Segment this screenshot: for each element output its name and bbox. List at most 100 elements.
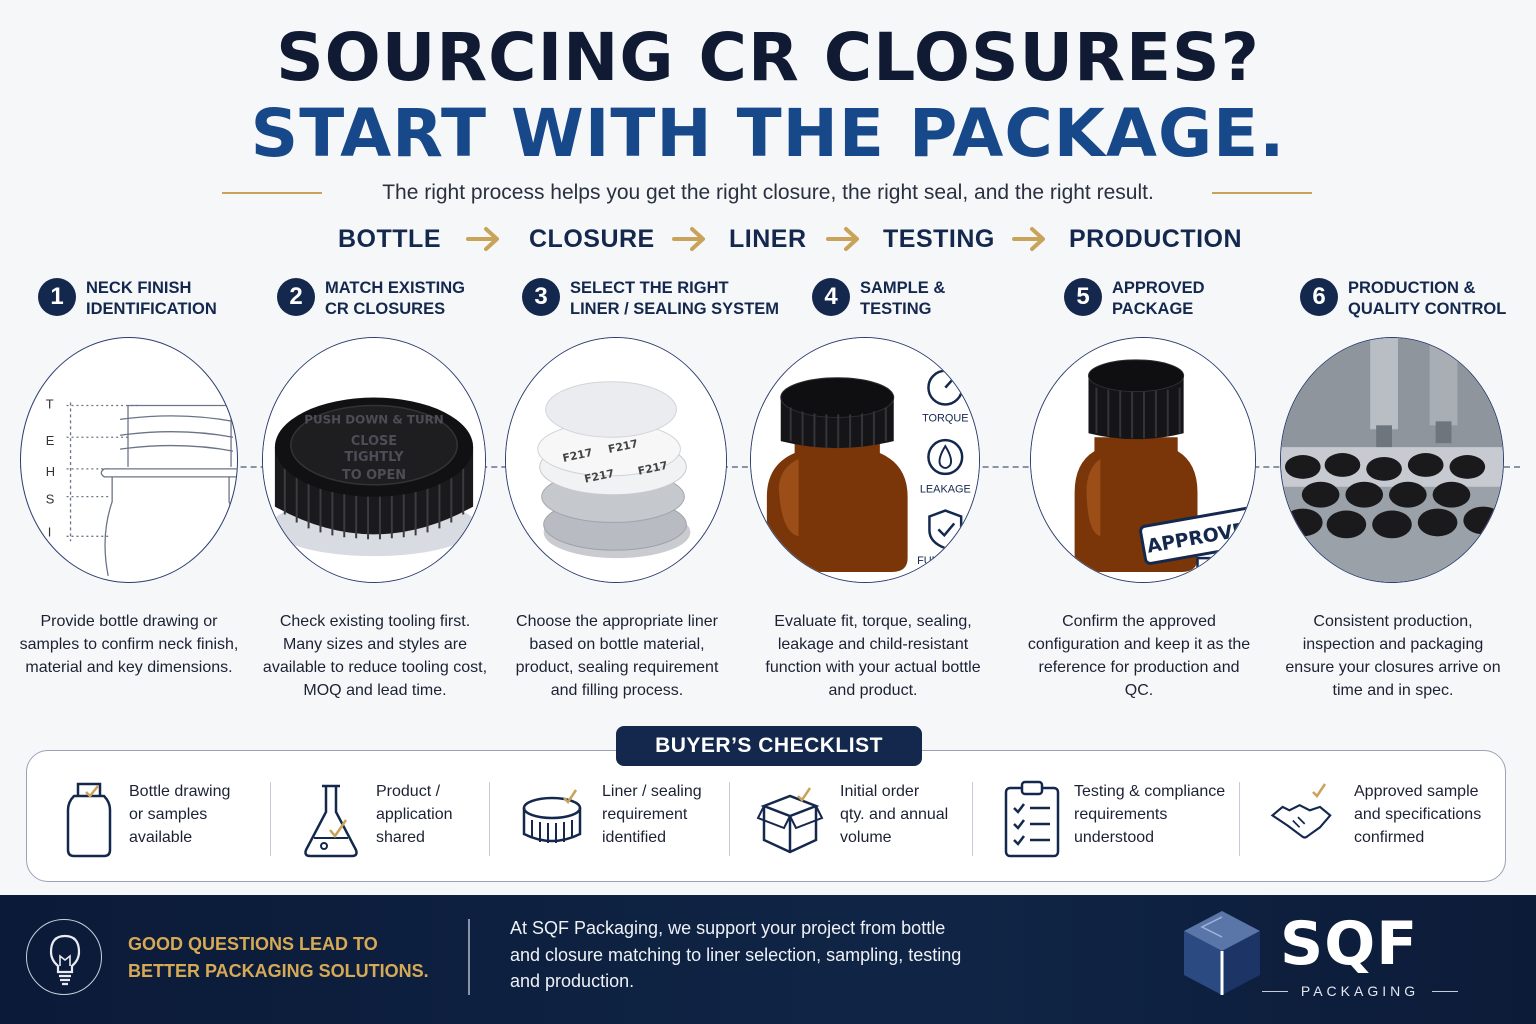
handshake-icon <box>1270 783 1332 839</box>
buyers-checklist <box>26 750 1506 882</box>
sqf-logo-packaging: PACKAGING <box>1300 983 1420 999</box>
lightbulb-icon <box>49 934 81 986</box>
logo-rule-right <box>1432 991 1458 992</box>
arrow-right-icon <box>1012 227 1045 251</box>
step-number: 2 <box>277 278 315 316</box>
step-number: 6 <box>1300 278 1338 316</box>
step-header-1: 1 NECK FINISH IDENTIFICATION <box>38 278 268 324</box>
step-description-1: Provide bottle drawing or samples to con… <box>19 613 239 676</box>
logo-rule-left <box>1262 991 1288 992</box>
liner-code: F217 <box>607 437 639 456</box>
checklist-item: Liner / sealing requirement identified <box>516 776 726 860</box>
dimension-label-h: H <box>46 464 55 479</box>
leakage-label: LEAKAGE <box>920 484 971 496</box>
cap-text-tightly: TIGHTLY <box>344 450 404 465</box>
checklist-item: Approved sample and specifications confi… <box>1258 776 1498 860</box>
headline-line-2: START WITH THE PACKAGE. <box>250 95 1286 172</box>
flow-step-testing: TESTING <box>883 225 995 253</box>
liner-discs-illustration: F217 F217 F217 F217 <box>506 338 726 582</box>
step-number: 5 <box>1064 278 1102 316</box>
arrow-right-icon <box>466 227 499 251</box>
liner-stack-photo: F217 F217 F217 F217 <box>505 337 727 583</box>
checklist-text: Approved sample and specifications confi… <box>1354 783 1482 846</box>
dimension-label-i: I <box>48 524 52 539</box>
gold-rule-left <box>222 192 322 194</box>
step-description-4: Evaluate fit, torque, sealing, leakage a… <box>765 613 981 699</box>
step-title: SELECT THE RIGHT LINER / SEALING SYSTEM <box>570 279 780 318</box>
checklist-title: BUYER’S CHECKLIST <box>616 726 922 766</box>
liner-code: F217 <box>583 467 615 486</box>
flow-step-production: PRODUCTION <box>1069 225 1243 253</box>
flask-icon <box>304 784 358 858</box>
checklist-text: Product / application shared <box>376 783 453 846</box>
approved-package-photo: APPROVED <box>1030 337 1256 583</box>
cr-closure-photo: PUSH DOWN & TURN CLOSE TIGHTLY TO OPEN <box>262 337 486 583</box>
checklist-item: Initial order qty. and annual volume <box>752 776 962 860</box>
step-header-4: 4 SAMPLE & TESTING <box>812 278 1012 324</box>
dimension-label-e: E <box>46 433 55 448</box>
checklist-divider <box>270 782 271 856</box>
flow-step-closure: CLOSURE <box>529 225 655 253</box>
production-line-photo <box>1280 337 1504 583</box>
cap-text-close: CLOSE <box>351 434 397 449</box>
checklist-text: Initial order qty. and annual volume <box>840 783 949 846</box>
footer-cta: GOOD QUESTIONS LEAD TO BETTER PACKAGING … <box>128 934 429 981</box>
dimension-label-t: T <box>46 396 54 411</box>
footer-banner: GOOD QUESTIONS LEAD TO BETTER PACKAGING … <box>0 895 1536 1024</box>
step-header-5: 5 APPROVED PACKAGE <box>1064 278 1264 324</box>
test-bottle-illustration: TORQUE LEAKAGE FUNCTION <box>751 338 979 582</box>
production-machine-illustration <box>1281 338 1503 582</box>
checklist-item: Bottle drawing or samples available <box>60 776 260 860</box>
sqf-logo-cube-icon <box>1184 911 1260 995</box>
gold-rule-right <box>1212 192 1312 194</box>
step-title: SAMPLE & TESTING <box>860 279 946 318</box>
checklist-divider <box>729 782 730 856</box>
checklist-divider <box>972 782 973 856</box>
liner-code: F217 <box>637 459 669 478</box>
flow-step-bottle: BOTTLE <box>338 225 441 253</box>
headline-line-1: SOURCING CR CLOSURES? <box>276 19 1260 96</box>
checklist-item: Testing & compliance requirements unders… <box>1002 776 1232 860</box>
dimension-label-s: S <box>46 492 55 507</box>
step-description-6: Consistent production, inspection and pa… <box>1285 613 1501 699</box>
cap-liner-icon <box>522 789 582 843</box>
cr-cap-illustration: PUSH DOWN & TURN CLOSE TIGHTLY TO OPEN <box>263 338 485 582</box>
cap-text-top: PUSH DOWN & TURN <box>304 412 443 426</box>
checklist-item: Product / application shared <box>300 776 480 860</box>
lightbulb-icon-frame <box>26 919 102 995</box>
clipboard-icon <box>1004 780 1060 858</box>
torque-label: TORQUE <box>922 412 968 424</box>
subtitle-row: The right process helps you get the righ… <box>0 178 1536 208</box>
step-number: 4 <box>812 278 850 316</box>
step-description-2: Check existing tooling first. Many sizes… <box>262 613 488 699</box>
bottle-icon <box>66 782 112 858</box>
flow-step-liner: LINER <box>729 225 807 253</box>
sqf-logo-word: SQF <box>1280 909 1419 979</box>
cap-text-bottom: TO OPEN <box>342 468 406 483</box>
step-header-3: 3 SELECT THE RIGHT LINER / SEALING SYSTE… <box>522 278 782 324</box>
liner-code: F217 <box>561 446 593 465</box>
box-icon <box>756 787 824 854</box>
step-title: PRODUCTION & QUALITY CONTROL <box>1348 279 1507 318</box>
sample-testing-photo: TORQUE LEAKAGE FUNCTION <box>750 337 980 583</box>
checklist-text: Testing & compliance requirements unders… <box>1074 783 1226 846</box>
step-number: 3 <box>522 278 560 316</box>
approved-bottle-illustration: APPROVED <box>1031 338 1255 582</box>
sqf-logo-sub: PACKAGING <box>1262 981 1458 1001</box>
checklist-text: Liner / sealing requirement identified <box>602 783 702 846</box>
step-title: MATCH EXISTING CR CLOSURES <box>325 279 465 318</box>
footer-text: At SQF Packaging, we support your projec… <box>510 918 962 991</box>
subtitle: The right process helps you get the righ… <box>382 181 1154 204</box>
checklist-divider <box>1239 782 1240 856</box>
neck-finish-drawing: T E H S I <box>20 337 238 583</box>
step-title: NECK FINISH IDENTIFICATION <box>86 279 217 318</box>
step-number: 1 <box>38 278 76 316</box>
step-title: APPROVED PACKAGE <box>1112 279 1205 318</box>
arrow-right-icon <box>826 227 859 251</box>
step-description-3: Choose the appropriate liner based on bo… <box>515 613 719 699</box>
footer-divider <box>468 919 470 995</box>
step-header-2: 2 MATCH EXISTING CR CLOSURES <box>277 278 507 324</box>
checklist-text: Bottle drawing or samples available <box>129 783 231 846</box>
neck-finish-diagram: T E H S I <box>46 396 237 577</box>
function-label: FUNCTION <box>917 555 973 567</box>
